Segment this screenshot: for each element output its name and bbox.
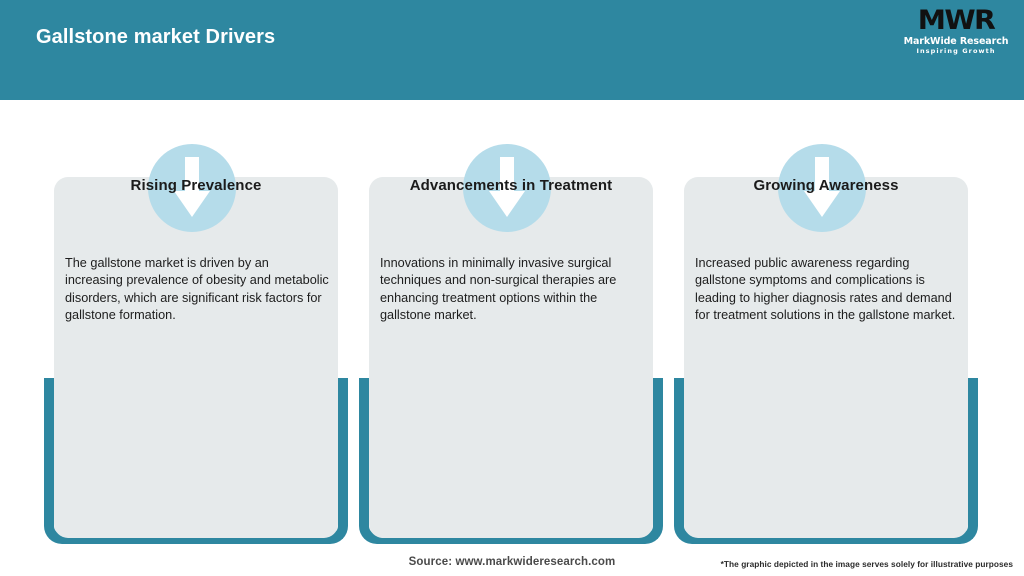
- page-title: Gallstone market Drivers: [36, 26, 276, 48]
- card-frame-bracket: [674, 378, 978, 544]
- card-frame-bracket: [359, 378, 663, 544]
- logo: MWR MarkWide Research Inspiring Growth: [902, 6, 1010, 62]
- arrow-down-icon: [463, 144, 551, 232]
- arrow-down-icon: [778, 144, 866, 232]
- footer-source: Source: www.markwideresearch.com: [408, 556, 616, 568]
- logo-tagline: Inspiring Growth: [916, 47, 996, 55]
- driver-card-1: Rising Prevalence The gallstone market i…: [44, 100, 348, 546]
- card-title: Rising Prevalence: [130, 177, 262, 194]
- driver-cards-row: Rising Prevalence The gallstone market i…: [0, 100, 1024, 546]
- footer-disclaimer: *The graphic depicted in the image serve…: [720, 559, 1013, 569]
- driver-card-2: Advancements in Treatment Innovations in…: [359, 100, 663, 546]
- card-title: Advancements in Treatment: [409, 177, 613, 194]
- card-panel: [369, 177, 653, 538]
- arrow-down-icon: [148, 144, 236, 232]
- header-bar: Gallstone market Drivers MWR MarkWide Re…: [0, 0, 1024, 100]
- card-body-text: The gallstone market is driven by an inc…: [65, 256, 329, 323]
- card-panel: [54, 177, 338, 538]
- card-frame-bracket: [44, 378, 348, 544]
- logo-company-name: MarkWide Research: [903, 36, 1009, 47]
- card-body-text: Increased public awareness regarding gal…: [695, 256, 956, 323]
- logo-mark: MWR: [917, 5, 996, 36]
- card-title: Growing Awareness: [753, 177, 899, 194]
- card-panel: [684, 177, 968, 538]
- card-body-text: Innovations in minimally invasive surgic…: [380, 256, 617, 323]
- driver-card-3: Growing Awareness Increased public aware…: [674, 100, 978, 546]
